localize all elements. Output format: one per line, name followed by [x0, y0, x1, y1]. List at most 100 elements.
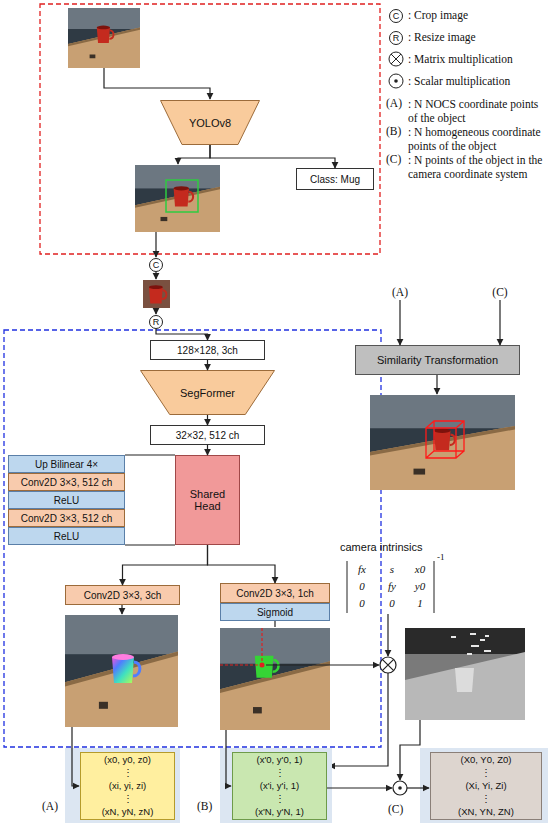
mask-image — [220, 628, 330, 730]
matrix-entry: 1 — [407, 597, 433, 609]
network-frame — [4, 330, 381, 747]
matrix-exponent: -1 — [437, 552, 445, 562]
layer-box: Sigmoid — [220, 603, 330, 621]
node-text: YOLOv8 — [189, 117, 231, 129]
node-text: ⋮ — [123, 793, 133, 805]
legend-text: : N NOCS coordinate points of the object — [408, 97, 548, 125]
node-text: (xi, yi, zi) — [109, 780, 146, 792]
connector — [207, 360, 208, 370]
pixel-point — [260, 663, 265, 668]
node-text: (C) — [492, 286, 507, 298]
flow-arrow — [407, 787, 429, 788]
connector — [207, 445, 208, 455]
detection-photo — [135, 165, 220, 232]
node-text: Class: Mug — [310, 174, 360, 185]
connector — [125, 454, 175, 455]
matrix-entry: 0 — [379, 597, 405, 609]
mug-image — [97, 26, 114, 43]
legend-text: : Crop image — [408, 8, 548, 22]
model-block: YOLOv8 — [160, 100, 260, 145]
bounding-box — [166, 180, 198, 212]
flow-arrow — [329, 673, 388, 766]
node-text: SegFormer — [180, 387, 235, 399]
flow-arrow — [266, 664, 379, 665]
legend-text: : N homogeneous coordinate points of the… — [408, 125, 548, 153]
points-panel — [65, 748, 180, 823]
layer-box: Conv2D 3×3, 512 ch — [8, 509, 125, 527]
depth-table — [405, 652, 525, 720]
detection-frame — [40, 4, 380, 254]
node-text: Conv2D 3×3, 512 ch — [21, 513, 112, 524]
matrix-entry: y0 — [407, 580, 433, 592]
nocs-mug — [112, 654, 140, 683]
node-text: ⋮ — [275, 767, 285, 779]
node-text: Conv2D 3×3, 512 ch — [21, 477, 112, 488]
layer-box: ReLU — [8, 527, 125, 545]
node-text: ⋮ — [275, 793, 285, 805]
nocs-map-image — [65, 615, 178, 727]
layer-box: Up Bilinear 4× — [8, 455, 125, 473]
node-text: (Xi, Yi, Zi) — [465, 780, 506, 792]
node-text: (X0, Y0, Z0) — [460, 754, 511, 766]
pose-box — [426, 421, 464, 458]
legend-text: : Matrix multiplication — [408, 52, 548, 66]
pixel-guide — [220, 628, 262, 665]
node-text: (x'N, y'N, 1) — [255, 806, 304, 818]
process-box: Similarity Transformation — [355, 345, 520, 375]
scalar-dot — [398, 786, 402, 790]
node-text: (XN, YN, ZN) — [458, 806, 514, 818]
flow-arrow — [226, 730, 231, 786]
connector — [399, 300, 400, 345]
head-box: Shared Head — [175, 455, 240, 545]
flow-arrow — [178, 145, 210, 164]
node-text: Shared Head — [176, 488, 239, 512]
layer-box: Conv2D 3×3, 3ch — [65, 585, 180, 605]
matrix-entry: 0 — [349, 580, 375, 592]
input-photo — [68, 8, 140, 68]
depth-noise — [451, 634, 491, 654]
connector — [210, 145, 335, 168]
node-text: 128×128, 3ch — [177, 345, 238, 356]
points-panel — [420, 748, 548, 823]
flow-arrow — [400, 720, 420, 780]
crop-photo — [143, 280, 170, 308]
points-list: (X0, Y0, Z0)⋮(Xi, Yi, Zi)⋮(XN, YN, ZN) — [430, 752, 542, 820]
node-text: (x'i, y'i, 1) — [260, 780, 300, 792]
node-text: ⋮ — [481, 767, 491, 779]
callout-tag: (A) — [42, 800, 58, 812]
flow-arrow — [327, 787, 392, 788]
scalar-symbol — [389, 74, 403, 88]
connector — [208, 545, 276, 583]
depth-far — [405, 628, 525, 654]
mask-mug — [255, 656, 279, 678]
node-text: (A) — [392, 286, 408, 298]
mug-image — [149, 285, 166, 303]
class-box: Class: Mug — [296, 168, 374, 190]
tensor-box: 32×32, 512 ch — [150, 425, 265, 445]
legend-text: : N points of the object in the camera c… — [408, 153, 548, 181]
connector — [123, 545, 208, 585]
flow-arrow — [104, 68, 210, 99]
matmul-cross — [382, 659, 393, 670]
node-text: 32×32, 512 ch — [176, 430, 240, 441]
points-list: (x'0, y'0, 1)⋮(x'i, y'i, 1)⋮(x'N, y'N, 1… — [232, 752, 327, 820]
node-text: Sigmoid — [257, 607, 293, 618]
connector — [156, 329, 208, 340]
matrix-bracket — [347, 561, 434, 613]
flow-arrow — [72, 727, 79, 786]
legend-symbol: (A) — [386, 97, 402, 109]
scalar-dot — [394, 79, 398, 83]
connector — [125, 544, 175, 545]
points-list: (x0, y0, z0)⋮(xi, yi, zi)⋮(xN, yN, zN) — [80, 752, 175, 820]
legend-text: : Scalar multiplication — [408, 74, 548, 88]
trapezoid-shape — [161, 101, 260, 145]
flow-arrow — [436, 375, 437, 394]
trapezoid-shape — [141, 371, 275, 415]
input-tag: (C) — [485, 284, 515, 300]
layer-box: Conv2D 3×3, 1ch — [220, 583, 330, 603]
matmul-symbol — [389, 52, 403, 66]
legend-text: : Resize image — [408, 30, 548, 44]
node-text: R — [153, 317, 160, 327]
node-text: ReLU — [54, 531, 80, 542]
